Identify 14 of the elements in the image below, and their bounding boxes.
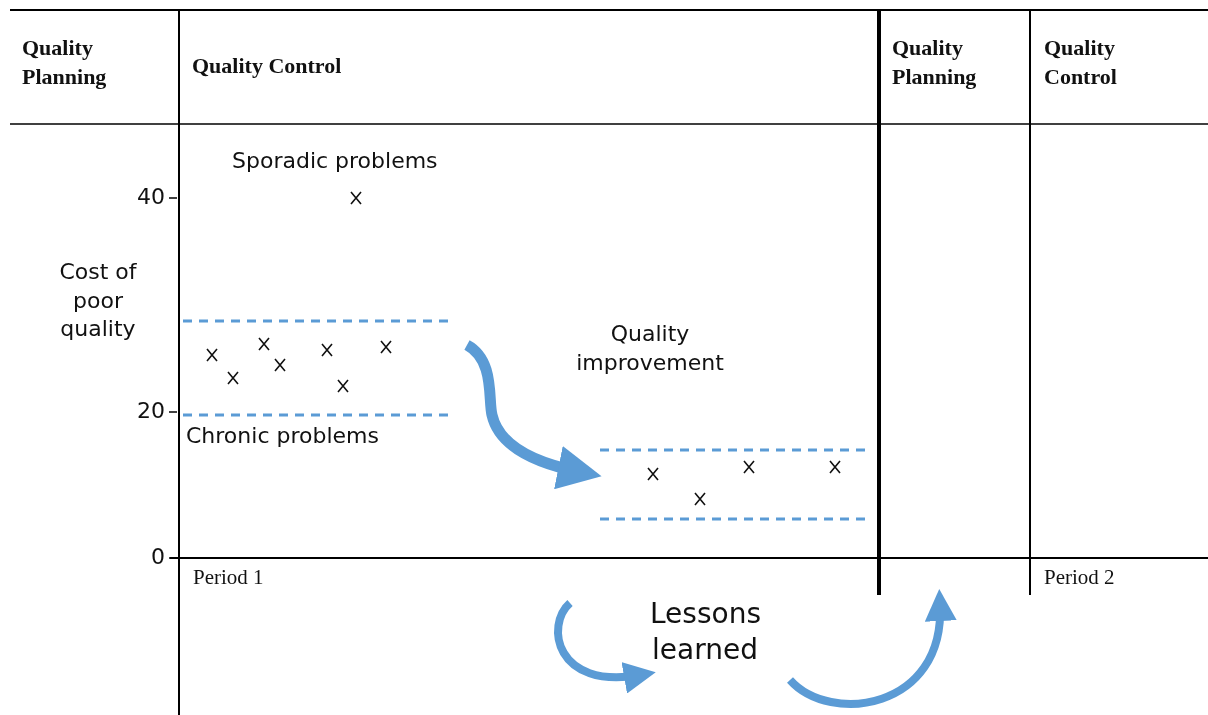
column-heading: Quality Control bbox=[1044, 34, 1118, 91]
column-heading: Quality Control bbox=[192, 52, 343, 80]
column-heading: Quality Planning bbox=[892, 34, 978, 91]
period-label: Period 1 bbox=[193, 564, 265, 591]
axis-tick-label: 40 bbox=[136, 183, 165, 211]
axis-title: Cost of poor quality bbox=[58, 258, 138, 344]
annotation-text: Sporadic problems bbox=[232, 147, 439, 175]
annotation-text: Lessons learned bbox=[650, 596, 760, 669]
axis-tick-label: 0 bbox=[150, 543, 165, 571]
axis-tick-label: 20 bbox=[136, 397, 165, 425]
annotation-text: Chronic problems bbox=[186, 422, 380, 450]
annotation-text: Quality improvement bbox=[575, 320, 725, 377]
column-heading: Quality Planning bbox=[22, 34, 108, 91]
period-label: Period 2 bbox=[1044, 564, 1116, 591]
